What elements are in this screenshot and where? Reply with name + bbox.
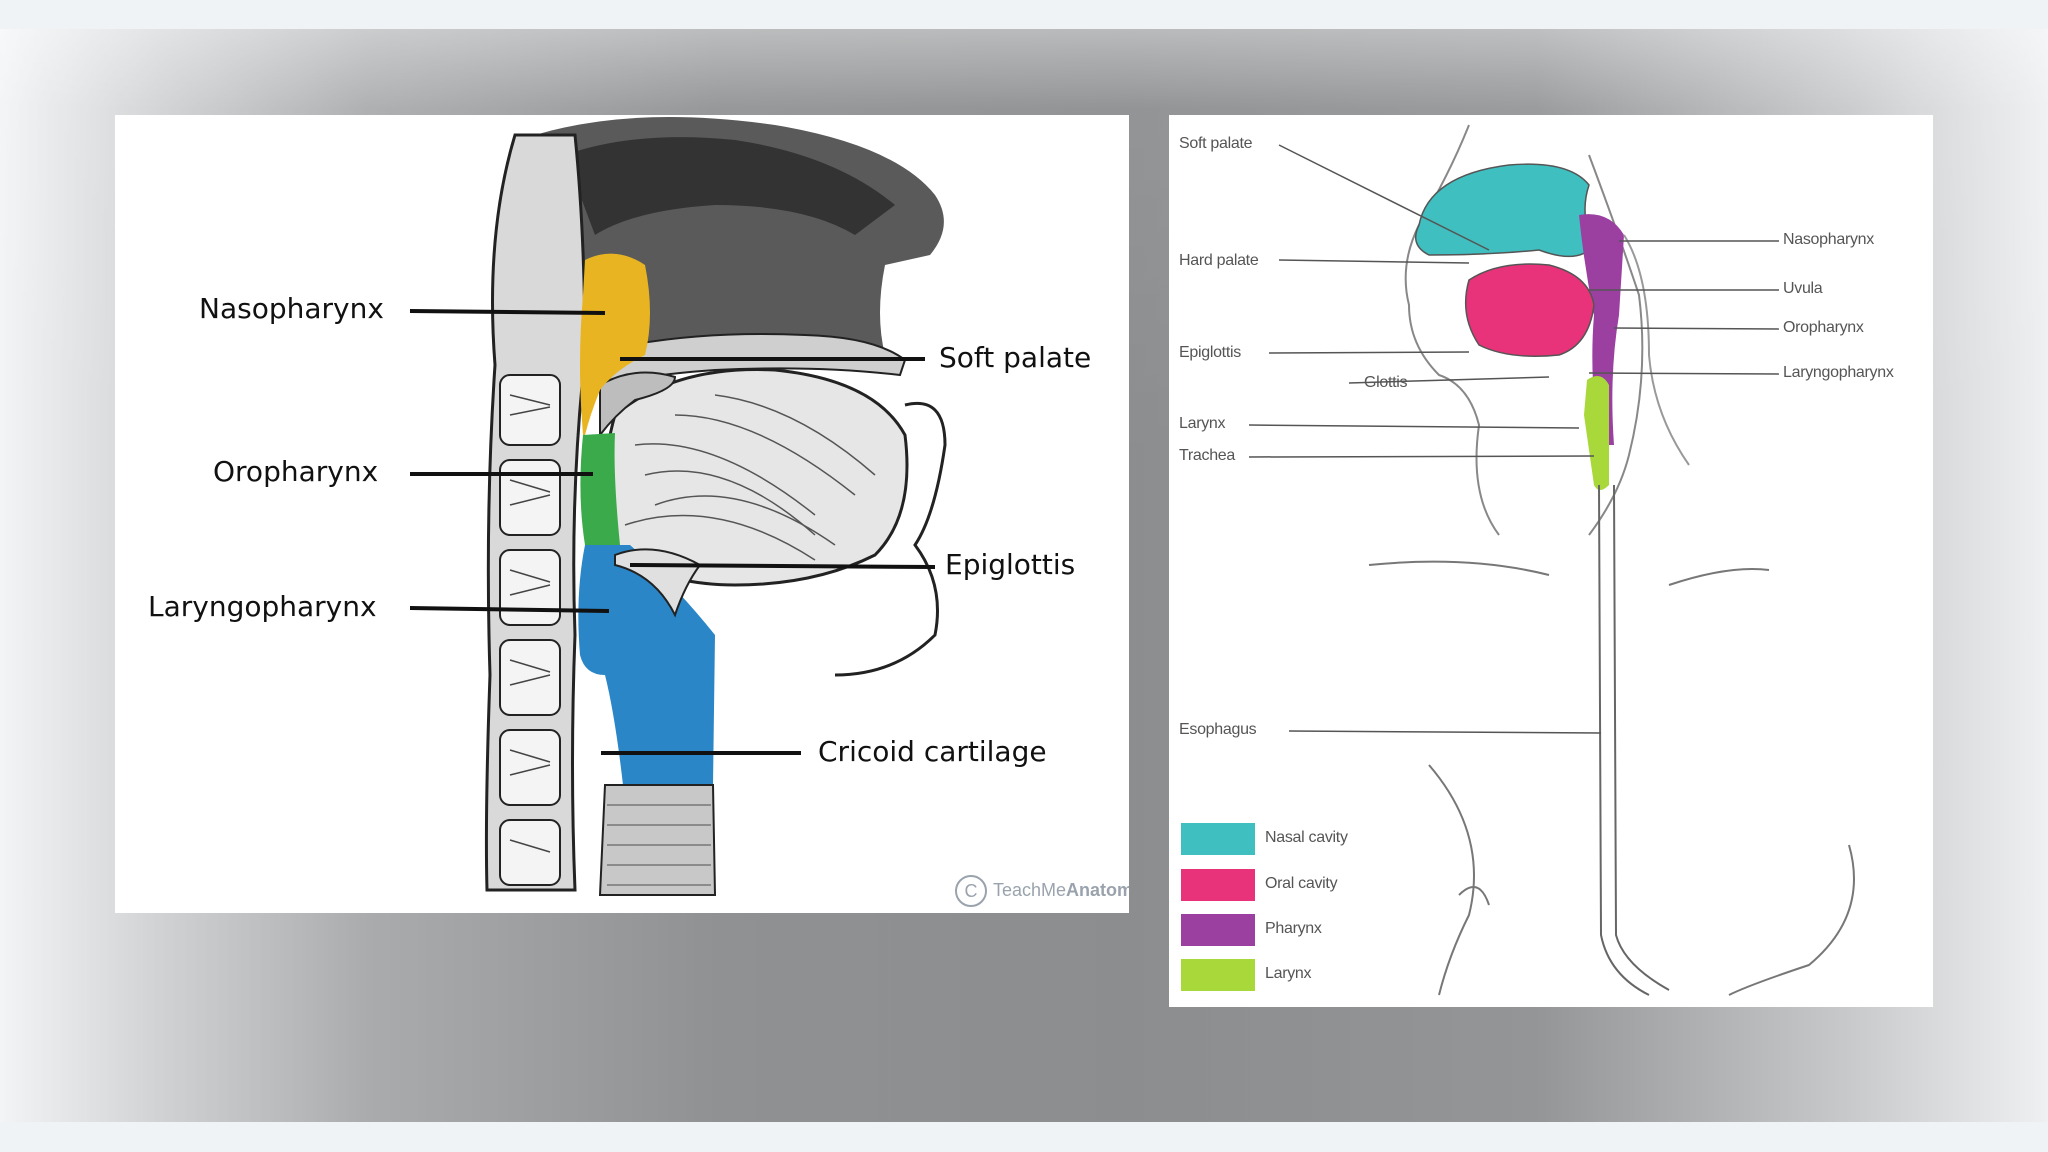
- pharynx-fill: [1579, 214, 1624, 445]
- soft-palate-shape: [599, 371, 677, 438]
- label-nasopharynx: Nasopharynx: [199, 292, 384, 325]
- lung-outline-right: [1728, 844, 1855, 996]
- slide-top-fade: [0, 29, 2048, 109]
- label-soft-palate-right: Soft palate: [1179, 135, 1253, 152]
- spine-outline: [1623, 234, 1690, 466]
- label-hard-palate: Hard palate: [1179, 252, 1259, 269]
- label-oropharynx-right: Oropharynx: [1783, 319, 1864, 336]
- label-epiglottis-right: Epiglottis: [1179, 344, 1241, 361]
- vertebrae: [499, 374, 561, 886]
- chest-line-right: [1668, 568, 1770, 586]
- oral-cavity-fill: [1464, 263, 1595, 357]
- legend-label-nasal-cavity: Nasal cavity: [1265, 829, 1348, 846]
- teachmeanatomy-watermark: C TeachMeAnatomy: [955, 875, 1129, 907]
- trachea-rings: [607, 804, 711, 886]
- label-larynx: Larynx: [1179, 415, 1226, 432]
- label-trachea: Trachea: [1179, 447, 1236, 464]
- legend-label-larynx: Larynx: [1265, 965, 1312, 982]
- label-laryngopharynx: Laryngopharynx: [148, 590, 377, 623]
- legend-swatch-larynx: [1181, 959, 1255, 991]
- respiratory-outline-illustration: [1248, 124, 1855, 996]
- label-oropharynx: Oropharynx: [213, 455, 379, 488]
- nasal-turbinate-shading: [565, 137, 895, 235]
- trachea-tube-right: [1613, 484, 1670, 991]
- larynx-fill: [1584, 376, 1609, 490]
- label-nasopharynx-right: Nasopharynx: [1783, 231, 1874, 248]
- watermark-part2: Anatomy: [1066, 879, 1129, 900]
- legend-swatch-oral-cavity: [1181, 869, 1255, 901]
- oropharynx-region: [580, 433, 620, 545]
- right-anatomy-panel: Soft palate Hard palate Epiglottis Glott…: [1169, 115, 1933, 1007]
- sagittal-head-neck-illustration: [409, 117, 947, 896]
- left-anatomy-panel: Nasopharynx Soft palate Oropharynx Epigl…: [115, 115, 1129, 913]
- trachea-shape: [598, 784, 717, 896]
- legend-label-oral-cavity: Oral cavity: [1265, 875, 1338, 892]
- pointer-lines: [409, 309, 936, 755]
- lung-outline-left: [1428, 764, 1475, 996]
- label-glottis: Glottis: [1364, 374, 1408, 391]
- label-esophagus: Esophagus: [1179, 721, 1257, 738]
- label-cricoid-cartilage: Cricoid cartilage: [818, 735, 1047, 768]
- copyright-icon: C: [955, 875, 987, 907]
- right-pointer-lines: [1248, 144, 1780, 734]
- rib-detail: [1458, 886, 1490, 906]
- legend-label-pharynx: Pharynx: [1265, 920, 1322, 937]
- trachea-tube-left: [1598, 484, 1650, 996]
- vertebra-texture: [509, 394, 551, 853]
- label-epiglottis: Epiglottis: [945, 548, 1076, 581]
- legend-swatch-pharynx: [1181, 914, 1255, 946]
- label-laryngopharynx-right: Laryngopharynx: [1783, 364, 1894, 381]
- nasopharynx-region: [580, 253, 650, 435]
- nasal-cavity-fill: [1414, 163, 1595, 258]
- tongue-fibers: [624, 394, 876, 561]
- label-soft-palate: Soft palate: [939, 341, 1092, 374]
- chest-line-left: [1368, 560, 1550, 576]
- watermark-part1: TeachMe: [993, 879, 1067, 900]
- lips-chin-outline: [834, 402, 947, 677]
- label-uvula: Uvula: [1783, 280, 1823, 297]
- legend-swatch-nasal-cavity: [1181, 823, 1255, 855]
- laryngopharynx-region: [578, 545, 715, 785]
